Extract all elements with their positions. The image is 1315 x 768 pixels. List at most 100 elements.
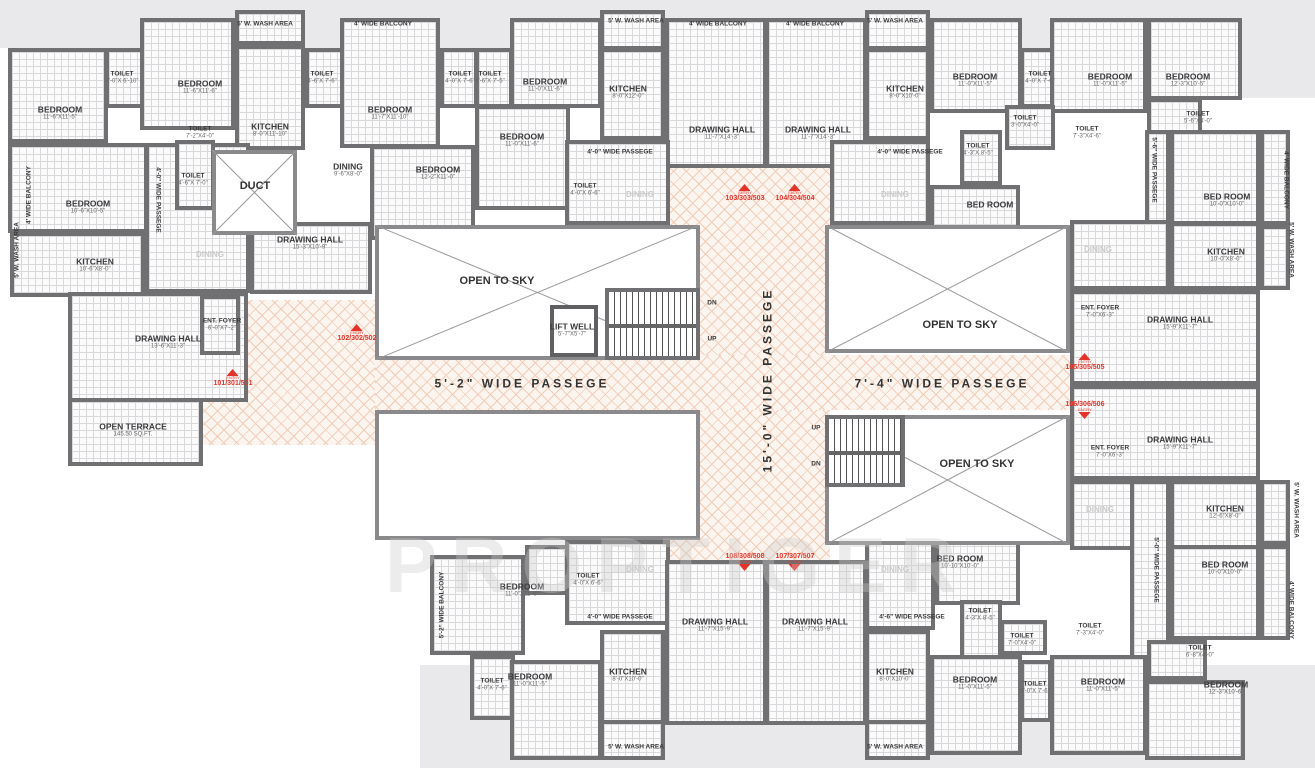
staircase: [825, 415, 905, 487]
room-name: 5' W. WASH AREA: [1287, 222, 1295, 278]
entry-word: ENTRY: [226, 375, 240, 380]
room-label: OPEN TO SKY: [460, 276, 535, 288]
room-dimensions: 8'-0"X10'-0": [889, 93, 921, 100]
room-name: DINING: [196, 249, 224, 259]
room-dimensions: 15'-9"X11'-7": [1162, 324, 1198, 331]
room-dimensions: 12'-6"X8'-0": [1209, 513, 1241, 520]
room-name: 4' WIDE BALCONY: [689, 20, 747, 28]
room-dimensions: 7'-0"X4'-0": [1008, 640, 1036, 647]
room-dimensions: 8'-0"X11'-10": [252, 131, 288, 138]
room: [1147, 640, 1207, 680]
room: [1170, 130, 1260, 225]
room-label: DINING: [881, 190, 909, 199]
room-name: BEDROOM: [415, 164, 461, 175]
room: [865, 10, 930, 50]
room: [1260, 225, 1290, 290]
room-label: BED ROOM: [966, 199, 1014, 210]
room-name: ENT. FOYER: [1080, 304, 1120, 312]
room: [200, 295, 240, 355]
room-dimensions: 15'-9"X11'-7": [1162, 444, 1198, 451]
room-dimensions: 11'-0"X11'-5": [1086, 686, 1120, 693]
room-dimensions: 11'-6"X11'-6": [183, 88, 217, 95]
room-dimensions: 11'-6"X11'-5": [43, 114, 77, 121]
room-name: BED ROOM: [966, 199, 1014, 210]
room-label: 5' W. WASH AREA: [14, 222, 22, 278]
room: [250, 222, 372, 294]
entry-arrow-icon: [1079, 353, 1091, 360]
room-name: 5' W. WASH AREA: [608, 17, 664, 25]
room-name: 4'-0" WIDE PASSEGE: [587, 148, 653, 156]
room-name: 5' W. WASH AREA: [1292, 482, 1300, 538]
background-right: [1230, 48, 1315, 98]
room-dimensions: 7'-0"X6'-3": [1096, 452, 1124, 459]
room-label: 4' WIDE BALCONY: [26, 166, 34, 224]
room: [1260, 480, 1290, 545]
room-name: BEDROOM: [499, 581, 545, 592]
room-name: TOILET: [1028, 70, 1052, 78]
room-dimensions: 4'-6"X 7'-6": [307, 78, 337, 85]
entry-unit-numbers: 106/306/506: [1065, 401, 1105, 408]
room-label: 5'-6" WIDE PASSEGE: [1150, 137, 1157, 203]
room-dimensions: 5'-6"X4'-0": [1184, 118, 1212, 125]
room-label: DINING: [196, 249, 224, 259]
room-label: 4'-0" WIDE PASSEGE: [154, 167, 161, 233]
room-label: 5' W. WASH AREA: [1287, 222, 1294, 278]
room-label: OPEN TO SKY: [923, 320, 998, 332]
room-name: LIFT WELL: [549, 321, 595, 332]
room-name: DRAWING HALL: [681, 616, 749, 627]
entry-arrow-icon: [739, 184, 751, 191]
room: [235, 45, 305, 150]
room-name: OPEN TO SKY: [922, 319, 998, 332]
room-name: DINING: [881, 564, 909, 574]
room: [68, 398, 203, 466]
room-dimensions: 7'-2"X4'-0": [186, 133, 214, 140]
watermark: PROPTIGER: [385, 521, 971, 609]
room: [600, 630, 665, 725]
room-dimensions: 145.50 SQ.FT.: [113, 431, 153, 438]
room: [8, 143, 148, 233]
room-dimensions: 4'-0"X 7'-6": [1020, 688, 1050, 695]
room-dimensions: 10'-0"X10'-0": [1207, 569, 1243, 576]
room-dimensions: 7'-3"X4'-6": [1073, 133, 1101, 140]
room-name: BEDROOM: [507, 671, 553, 682]
room-name: DN: [811, 460, 821, 468]
room: [1070, 290, 1260, 385]
room-dimensions: 11'-0"X11'-6": [505, 141, 539, 148]
room-label: 4' WIDE BALCONY: [354, 21, 412, 29]
room-name: KITCHEN: [251, 121, 289, 132]
room-name: DUCT: [239, 180, 271, 193]
open-to-sky-cross: [825, 225, 1070, 353]
room-dimensions: 12'-3"X10'-6": [1208, 689, 1244, 696]
room-dimensions: 6'-0"X7'-2": [208, 325, 236, 332]
room-dimensions: 10'-6"X10'-5": [70, 208, 106, 215]
room: [140, 18, 235, 130]
entry-word: ENTRY: [1078, 407, 1092, 412]
room-label: 4'-0" WIDE PASSEGE: [877, 149, 943, 157]
room-name: TOILET: [310, 70, 334, 78]
entry-unit-numbers: 108/308/508: [725, 553, 765, 560]
